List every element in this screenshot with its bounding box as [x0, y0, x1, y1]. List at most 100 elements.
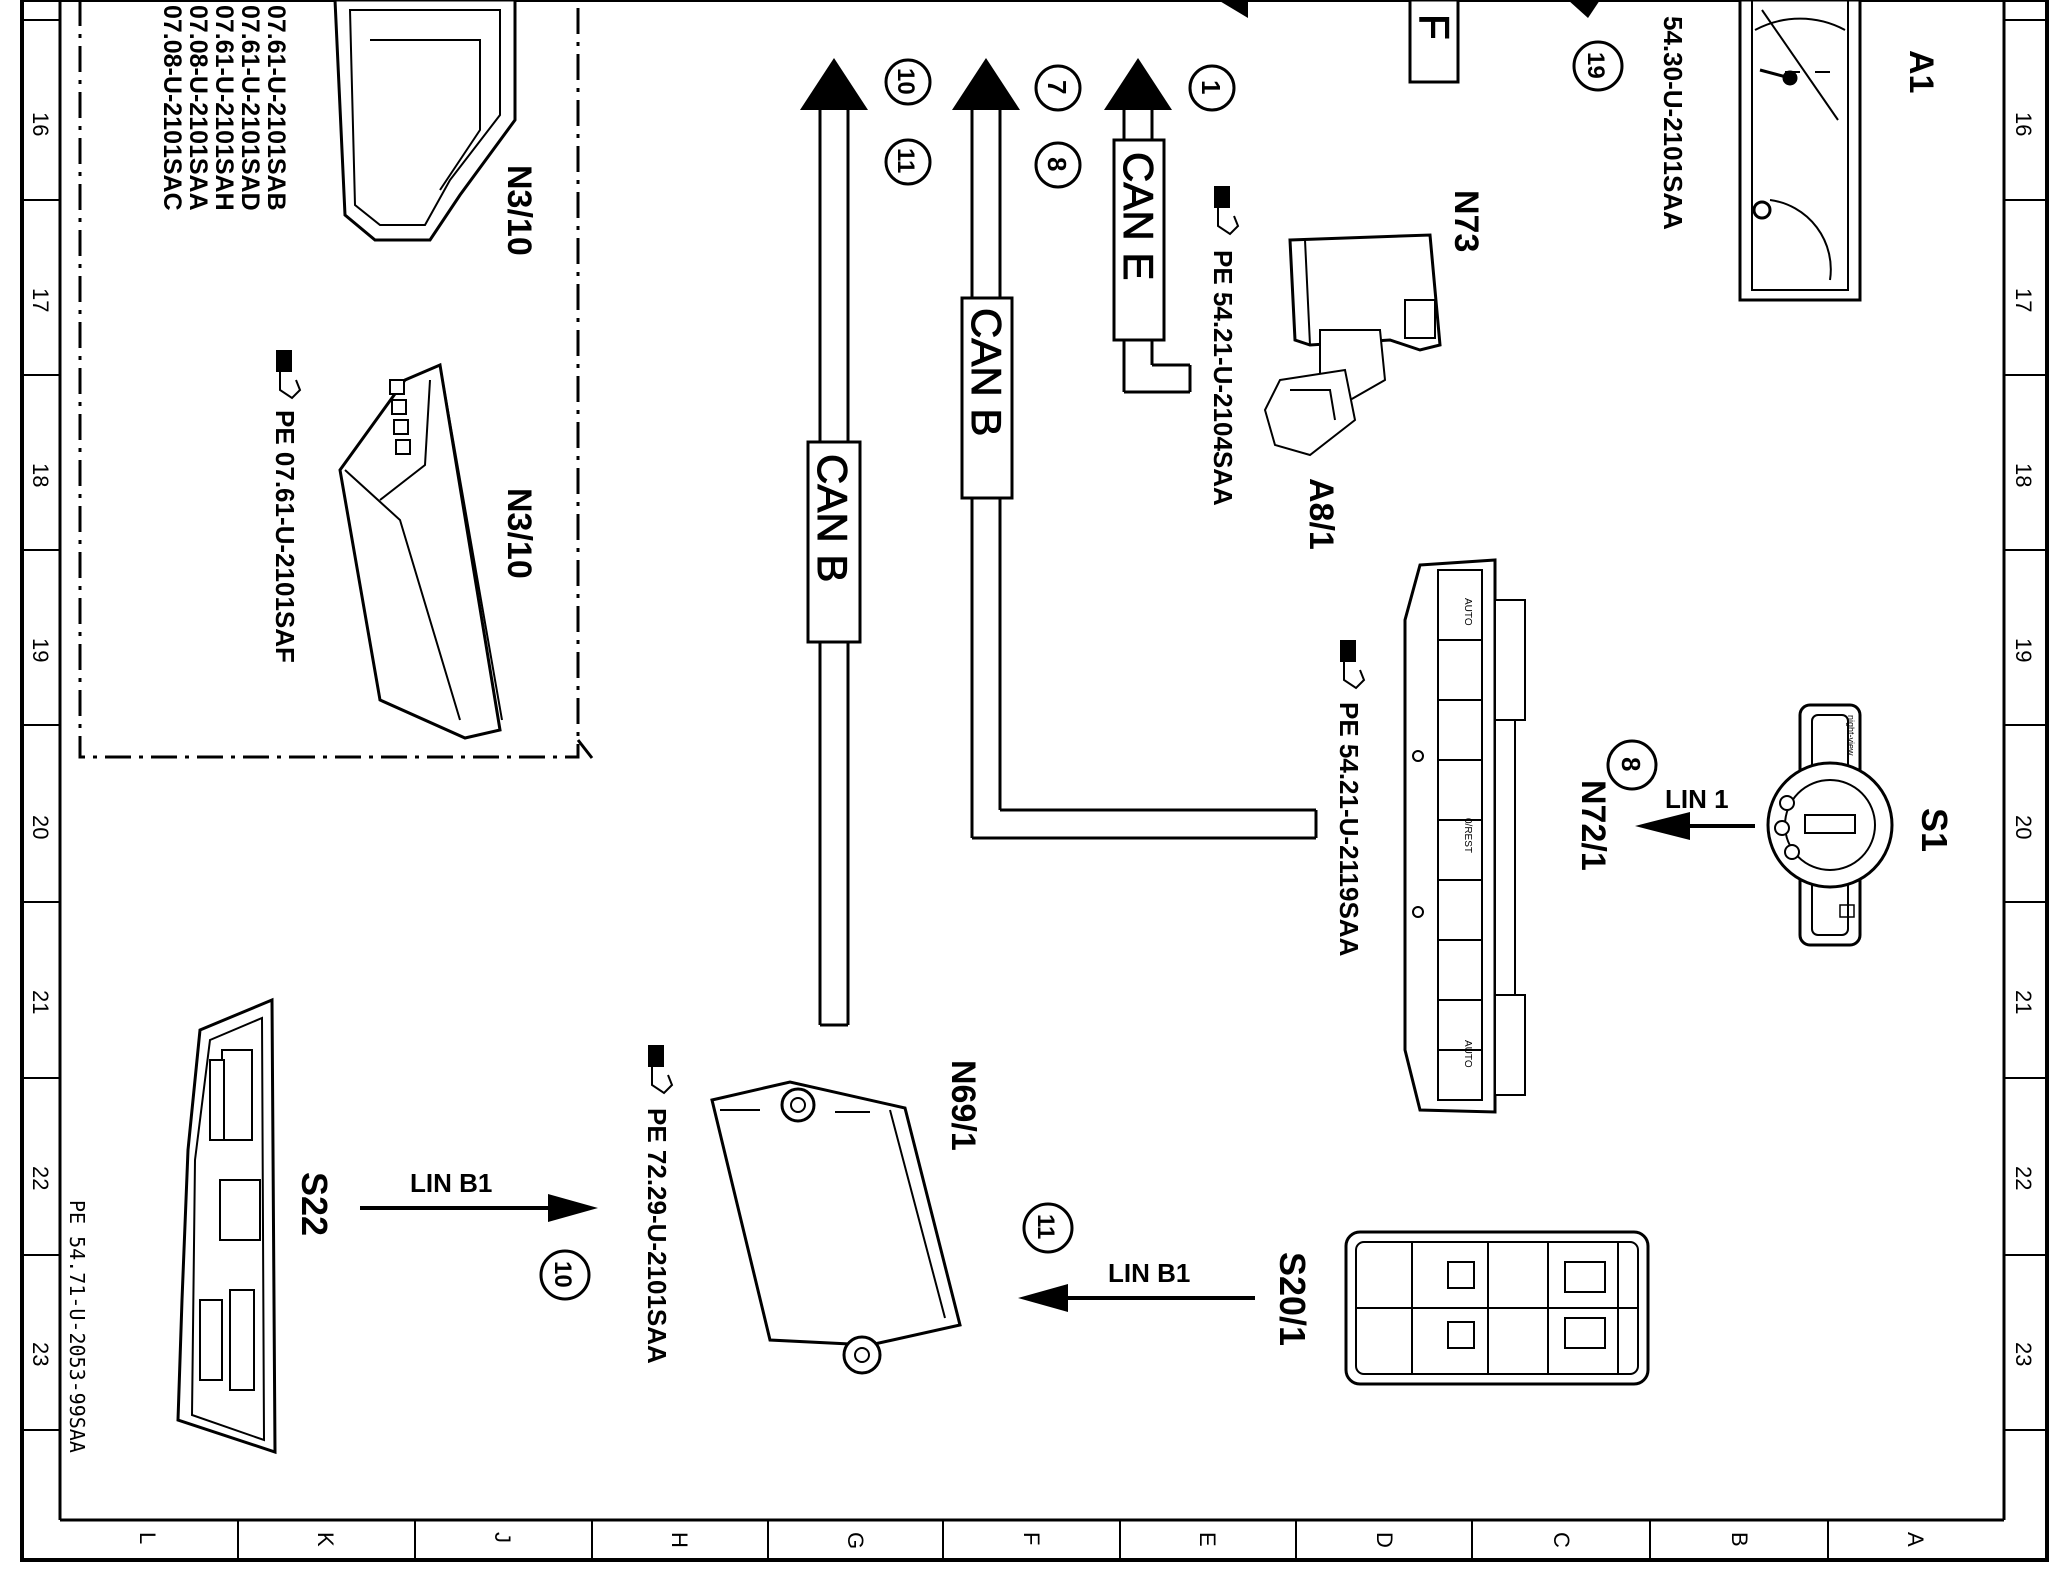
col-label: E — [1195, 1532, 1220, 1547]
n3-10-module-b — [338, 362, 503, 740]
marker-text: 19 — [1582, 52, 1609, 79]
pointing-hand-icon — [1214, 186, 1240, 236]
module-n69-1 — [710, 1080, 962, 1375]
n73-label: N73 — [1447, 190, 1485, 252]
row-label: 16 — [2011, 112, 2036, 136]
n3-10-label-b: N3/10 — [500, 488, 538, 579]
s1-tag: night-view — [1846, 715, 1856, 756]
row-label: 17 — [28, 288, 53, 312]
marker-7: 7 — [1034, 64, 1082, 112]
a8-1-label: A8/1 — [1302, 478, 1340, 550]
n73-ref: PE 54.21-U-2104SAA — [1208, 250, 1238, 506]
row-labels-left: 16 17 18 19 20 21 22 23 — [28, 112, 53, 1366]
ref-code: 07.61-U-2101SAH — [210, 5, 238, 211]
can-f-label-box — [1408, 0, 1460, 84]
can-f-label: F — [1411, 14, 1458, 40]
row-label: 20 — [2011, 815, 2036, 839]
s22-label: S22 — [294, 1172, 335, 1236]
row-label: 23 — [2011, 1342, 2036, 1366]
n72-1-btn-auto-bottom: AUTO — [1462, 1040, 1473, 1068]
pointing-hand-icon — [648, 1045, 674, 1095]
col-labels: L K J H G F E D C B A — [135, 1532, 1928, 1549]
row-label: 20 — [28, 815, 53, 839]
row-label: 18 — [2011, 463, 2036, 487]
marker-text: 7 — [1042, 80, 1072, 94]
can-e-label: CAN E — [1115, 152, 1162, 280]
ref-code: 07.08-U-2101SAA — [184, 5, 212, 211]
row-ticks — [22, 19, 2047, 1431]
instrument-cluster-a1 — [1738, 0, 1862, 302]
can-b-label-box-1 — [806, 440, 862, 644]
a1-ref: 54.30-U-2101SAA — [1658, 16, 1688, 230]
lin-b1-label-a: LIN B1 — [410, 1168, 492, 1198]
ref-code: 07.61-U-2101SAB — [262, 5, 290, 211]
marker-19: 19 — [1572, 40, 1624, 92]
climate-panel-n72-1 — [1403, 558, 1526, 1114]
switch-block-s20-1 — [1344, 1230, 1650, 1386]
row-label: 23 — [28, 1342, 53, 1366]
marker-8b: 8 — [1606, 739, 1658, 791]
s20-1-label: S20/1 — [1272, 1252, 1313, 1346]
can-b-label-1: CAN B — [809, 454, 856, 582]
n69-1-ref: PE 72.29-U-2101SAA — [642, 1108, 672, 1364]
col-label: F — [1019, 1532, 1044, 1545]
n72-1-ref: PE 54.21-U-2119SAA — [1334, 702, 1364, 957]
marker-1: 1 — [1188, 64, 1236, 112]
col-label: H — [667, 1532, 692, 1548]
marker-text: 11 — [1032, 1214, 1059, 1239]
marker-text: 11 — [892, 148, 919, 173]
n72-1-btn-rest: 0/REST — [1462, 818, 1473, 853]
row-label: 19 — [2011, 638, 2036, 662]
col-label: C — [1549, 1532, 1574, 1548]
marker-11a: 11 — [884, 138, 932, 186]
row-label: 19 — [28, 638, 53, 662]
col-label: L — [135, 1532, 160, 1544]
row-label: 17 — [2011, 288, 2036, 312]
ignition-switch-n73 — [1263, 233, 1442, 457]
arrow-up-icon — [1568, 0, 1600, 18]
arrow-up-icon — [800, 58, 868, 110]
n72-1-label: N72/1 — [1574, 780, 1612, 871]
marker-8a: 8 — [1034, 141, 1082, 189]
marker-10b: 10 — [539, 1249, 591, 1301]
marker-10a: 10 — [884, 58, 932, 106]
marker-text: 10 — [892, 68, 919, 95]
n69-1-label: N69/1 — [944, 1060, 982, 1151]
row-labels-right: 16 17 18 19 20 21 22 23 — [2011, 112, 2036, 1366]
switch-s1 — [1766, 703, 1894, 947]
arrow-up-icon — [952, 58, 1020, 110]
can-b-label-2: CAN B — [963, 308, 1010, 436]
pointing-hand-icon — [276, 350, 302, 400]
marker-text: 1 — [1196, 80, 1226, 94]
n3-10-ref-list: 07.61-U-2101SAB 07.61-U-2101SAD 07.61-U-… — [158, 5, 290, 211]
row-label: 22 — [28, 1166, 53, 1190]
night-view-icon — [1839, 904, 1855, 918]
marker-11b: 11 — [1022, 1202, 1074, 1254]
arrow-up-icon — [1218, 0, 1248, 18]
can-e-label-box — [1112, 138, 1166, 342]
a1-label: A1 — [1902, 50, 1940, 93]
marker-text: 8 — [1616, 757, 1646, 771]
col-ticks — [237, 1520, 1829, 1560]
row-label: 18 — [28, 463, 53, 487]
col-label: G — [843, 1532, 868, 1549]
doc-reference: PE 54.71-U-2053-99SAA — [65, 1200, 89, 1453]
lin-1-label: LIN 1 — [1665, 784, 1729, 814]
col-label: K — [313, 1532, 338, 1547]
arrow-left-icon — [1018, 1284, 1068, 1312]
col-label: A — [1903, 1532, 1928, 1547]
can-b-wire-2 — [970, 108, 1318, 840]
row-label: 22 — [2011, 1166, 2036, 1190]
col-label: D — [1372, 1532, 1397, 1548]
col-label: J — [490, 1532, 515, 1543]
pointing-hand-icon — [1340, 640, 1366, 690]
n3-10-variant-box — [78, 0, 594, 759]
switch-panel-s22 — [176, 997, 277, 1455]
arrow-left-icon — [1635, 812, 1690, 840]
lin-b1-label-b: LIN B1 — [1108, 1258, 1190, 1288]
marker-text: 10 — [549, 1261, 576, 1288]
ref-code: 07.08-U-2101SAC — [158, 5, 186, 211]
n72-1-btn-auto-top: AUTO — [1462, 598, 1473, 626]
row-label: 16 — [28, 112, 53, 136]
